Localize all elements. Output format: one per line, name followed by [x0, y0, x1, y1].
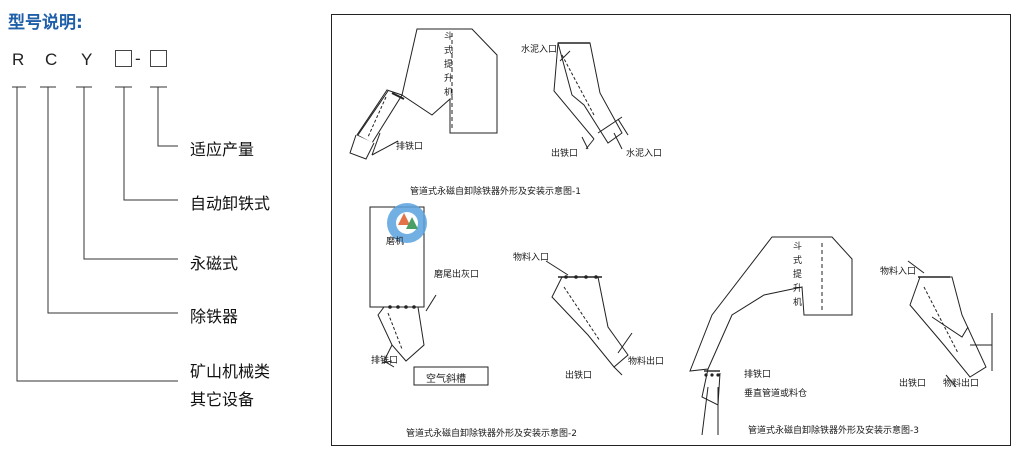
- legend-connector-lines: [12, 86, 178, 382]
- iron-outlet-b-label-2: 出铁口: [565, 371, 593, 381]
- label-other-equipment: 其它设备: [190, 390, 255, 409]
- legend-title: 型号说明:: [8, 13, 83, 33]
- material-outlet-label-3: 物料出口: [943, 379, 980, 389]
- code-letter-c: C: [45, 50, 58, 69]
- caption-figure-1: 管道式永磁自卸除铁器外形及安装示意图-1: [410, 187, 581, 197]
- code-placeholder-box-2: [150, 50, 167, 67]
- figure-2-pipe-separator: [545, 260, 633, 376]
- label-iron-remover: 除铁器: [190, 307, 239, 326]
- material-inlet-label-2: 物料入口: [513, 253, 550, 263]
- iron-outlet-label-1: 排铁口: [396, 142, 424, 152]
- code-placeholder-box-1: [115, 50, 132, 67]
- figure-3-pipe-separator: [907, 260, 993, 388]
- elevator-label-vertical-3: 斗式提升机: [793, 242, 803, 308]
- code-letter-r: R: [12, 50, 25, 69]
- iron-outlet-label-2: 排铁口: [371, 356, 399, 366]
- material-inlet-label-3: 物料入口: [880, 267, 917, 277]
- installation-figure-frame: [331, 14, 1011, 446]
- installation-diagrams: [349, 28, 993, 436]
- vertical-pipe-label: 垂直管道或料仓: [744, 389, 808, 399]
- material-outlet-label: 物料出口: [628, 357, 665, 367]
- label-auto-discharge: 自动卸铁式: [190, 194, 271, 213]
- watermark-gear-icon: [387, 203, 427, 243]
- code-letter-y: Y: [81, 50, 93, 69]
- figure-1-elevator-setup: [349, 28, 498, 160]
- mill-tail-outlet-label: 磨尾出灰口: [434, 270, 480, 280]
- iron-outlet-b-label-1: 出铁口: [551, 149, 579, 159]
- air-chute-label: 空气斜槽: [426, 374, 466, 385]
- caption-figure-2: 管道式永磁自卸除铁器外形及安装示意图-2: [406, 429, 577, 439]
- cement-inlet-label-2: 水泥入口: [626, 149, 663, 159]
- label-permanent-magnet: 永磁式: [190, 254, 239, 273]
- label-mining-machinery: 矿山机械类: [190, 362, 271, 381]
- figure-1-pipe-separator: [553, 42, 629, 150]
- cement-inlet-label: 水泥入口: [521, 45, 558, 55]
- mill-label: 磨机: [386, 237, 405, 247]
- code-separator: -: [135, 49, 141, 68]
- iron-outlet-b-label-3: 出铁口: [899, 379, 927, 389]
- elevator-label-vertical-1: 斗式提升机: [444, 32, 454, 98]
- caption-figure-3: 管道式永磁自卸除铁器外形及安装示意图-3: [748, 426, 919, 436]
- label-capacity: 适应产量: [190, 140, 255, 159]
- figure-3-elevator-setup: [689, 236, 853, 436]
- iron-outlet-label-3: 排铁口: [744, 370, 772, 380]
